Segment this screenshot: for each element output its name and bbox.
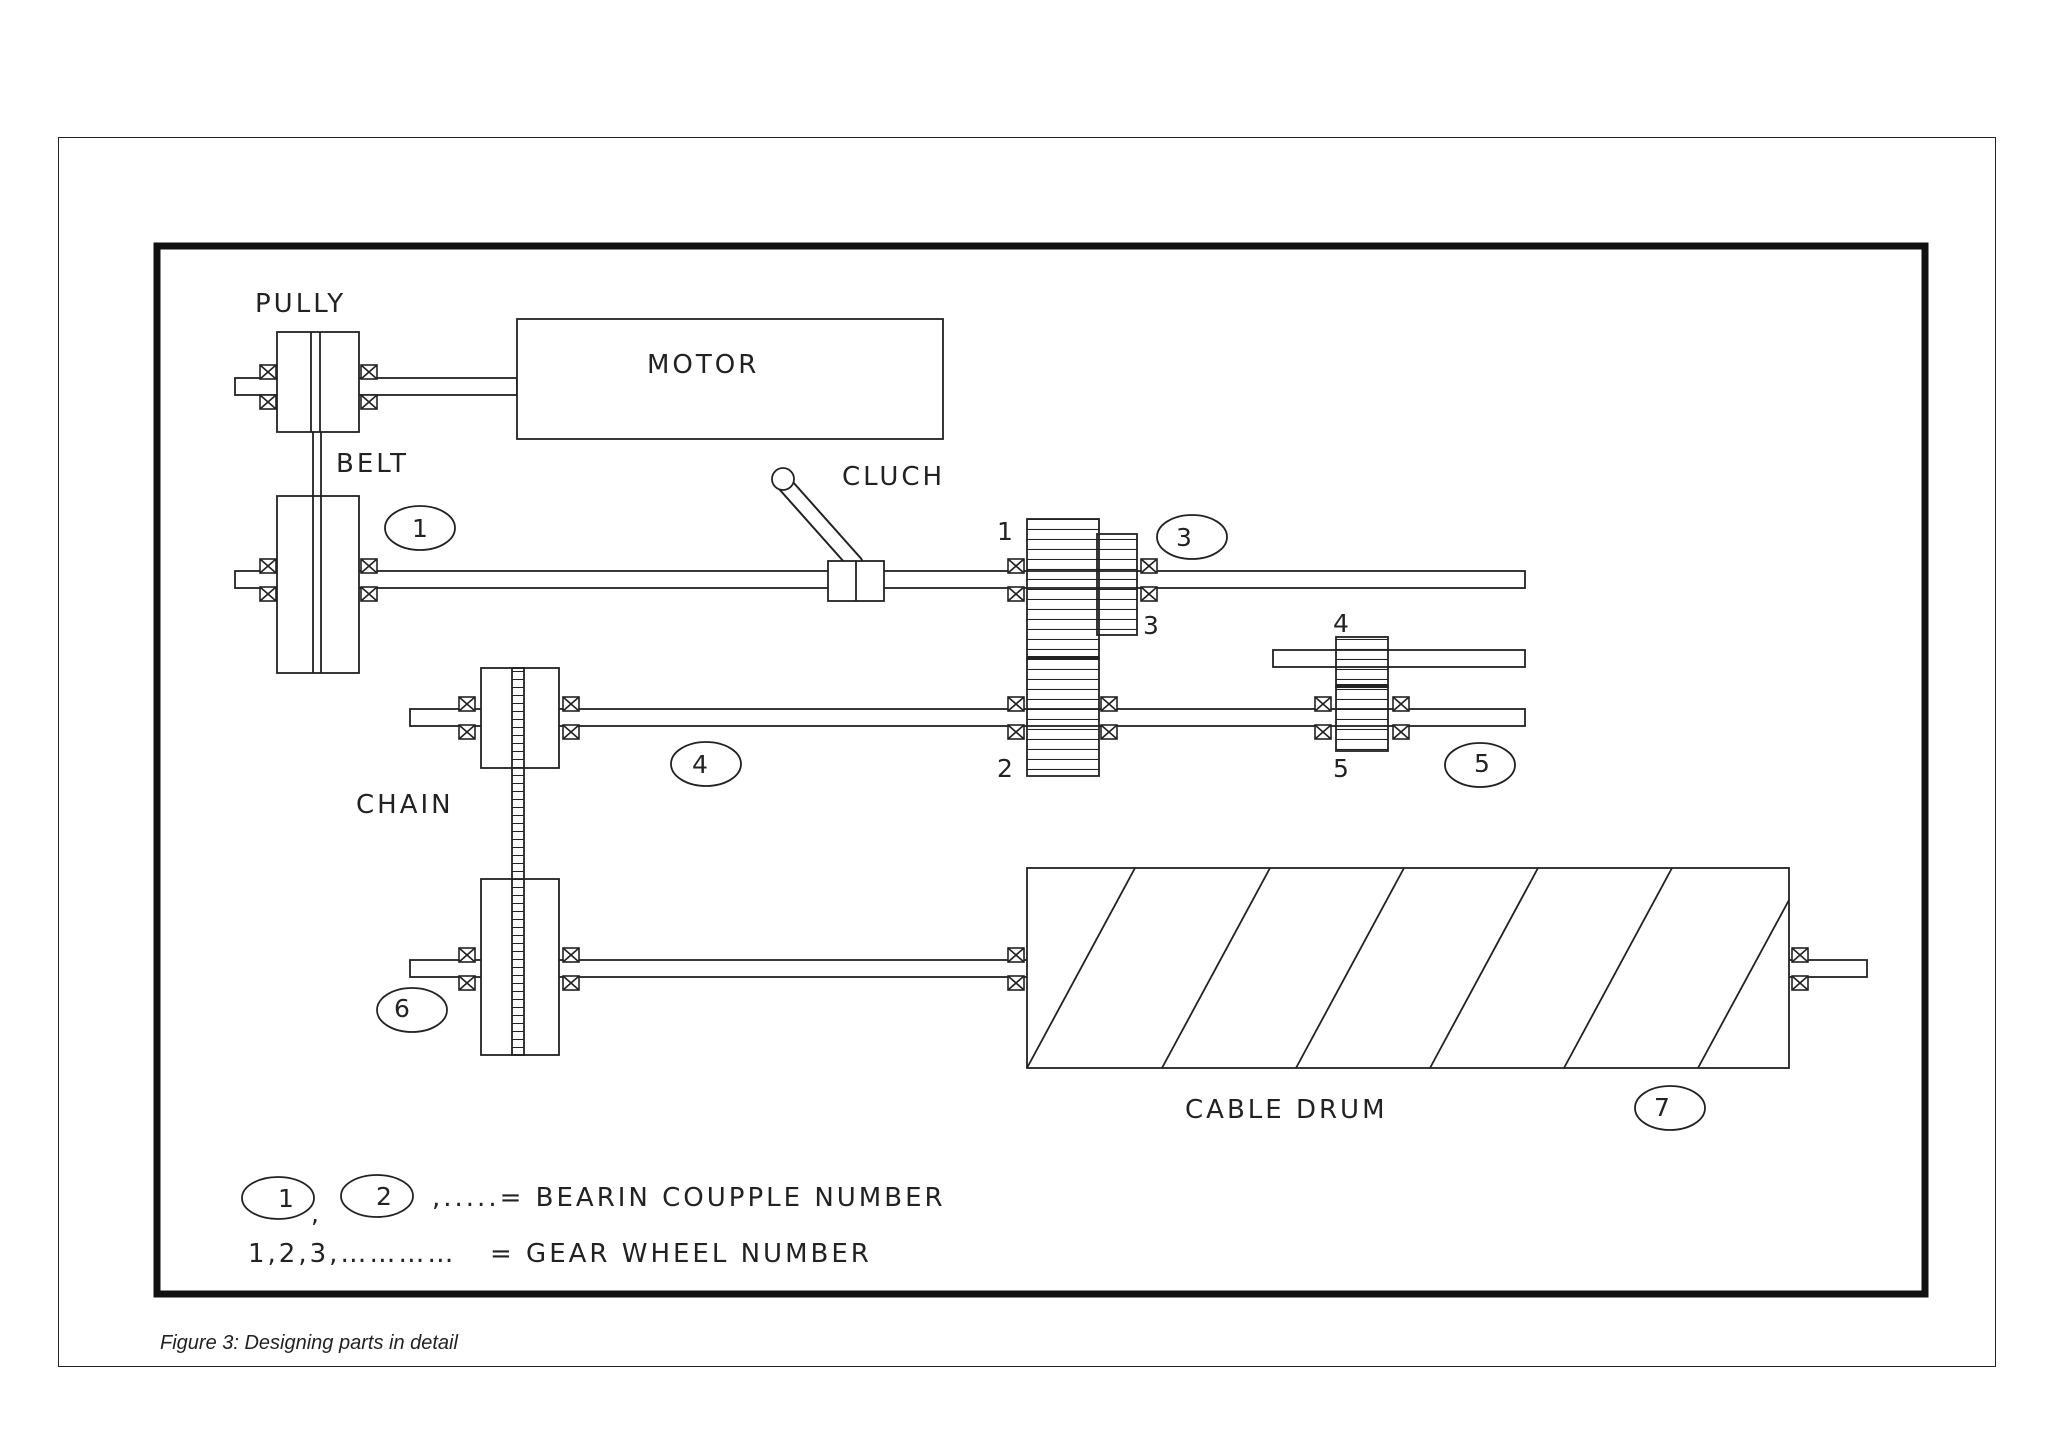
gear-number-3: 3 bbox=[1143, 611, 1159, 640]
motor-label: MOTOR bbox=[647, 350, 759, 380]
belt-label: BELT bbox=[336, 449, 409, 479]
pulley-label: PULLY bbox=[255, 289, 346, 319]
bearing-couple-circle-4 bbox=[670, 741, 742, 787]
figure-caption: Figure 3: Designing parts in detail bbox=[160, 1332, 458, 1354]
gear-number-2: 2 bbox=[997, 754, 1013, 783]
legend-bearing-text: ,.....= BEARIN COUPPLE NUMBER bbox=[432, 1183, 946, 1213]
legend-gear-prefix: 1,2,3,………… bbox=[248, 1239, 456, 1269]
gear-2 bbox=[1026, 658, 1100, 777]
legend-gear-text: = GEAR WHEEL NUMBER bbox=[490, 1239, 872, 1269]
bearing-couple-circle-7 bbox=[1634, 1085, 1706, 1131]
bearing-couple-number-7: 7 bbox=[1654, 1093, 1670, 1122]
chain-label: CHAIN bbox=[356, 790, 454, 820]
belt-pulley bbox=[276, 495, 360, 674]
bearing-couple-number-6: 6 bbox=[394, 994, 410, 1023]
cable-drum bbox=[1026, 867, 1790, 1069]
bearing-couple-circle-5 bbox=[1444, 742, 1516, 788]
legend: 1 , 2 ,.....= BEARIN COUPPLE NUMBER 1,2,… bbox=[241, 1174, 946, 1269]
top-pulley bbox=[276, 331, 360, 433]
drawing-frame bbox=[153, 242, 1929, 1298]
gear-number-5: 5 bbox=[1333, 754, 1349, 783]
bearing-couple-number-3: 3 bbox=[1176, 523, 1192, 552]
bearing-couple-circle-6 bbox=[376, 987, 448, 1033]
motor-box bbox=[516, 318, 944, 440]
bearing-couple-circle-3 bbox=[1156, 514, 1228, 560]
legend-circle-1-text: 1 bbox=[278, 1184, 294, 1213]
cable-drum-label: CABLE DRUM bbox=[1185, 1095, 1388, 1125]
gear-1 bbox=[1026, 518, 1100, 660]
chain bbox=[511, 667, 525, 1056]
gear-number-4: 4 bbox=[1333, 609, 1349, 638]
legend-circle-2-text: 2 bbox=[376, 1182, 392, 1211]
short-shaft bbox=[1272, 649, 1526, 668]
bearing-couple-circle-1 bbox=[384, 505, 456, 551]
legend-circle-2 bbox=[340, 1174, 414, 1218]
drum-hatching bbox=[1026, 867, 1790, 1069]
gear-3 bbox=[1096, 533, 1138, 636]
gear-number-1: 1 bbox=[997, 517, 1013, 546]
bearing-couple-number-5: 5 bbox=[1474, 749, 1490, 778]
bearing-couple-number-1: 1 bbox=[412, 514, 428, 543]
clutch-label: CLUCH bbox=[842, 462, 945, 492]
gear-4 bbox=[1335, 636, 1389, 688]
outer-frame bbox=[58, 137, 1996, 1367]
legend-circle-1 bbox=[241, 1176, 315, 1220]
gear-5 bbox=[1335, 686, 1389, 752]
shaft-2 bbox=[409, 708, 1526, 727]
clutch-knob bbox=[771, 467, 795, 491]
legend-comma: , bbox=[311, 1199, 319, 1228]
bearing-couple-number-4: 4 bbox=[692, 750, 708, 779]
